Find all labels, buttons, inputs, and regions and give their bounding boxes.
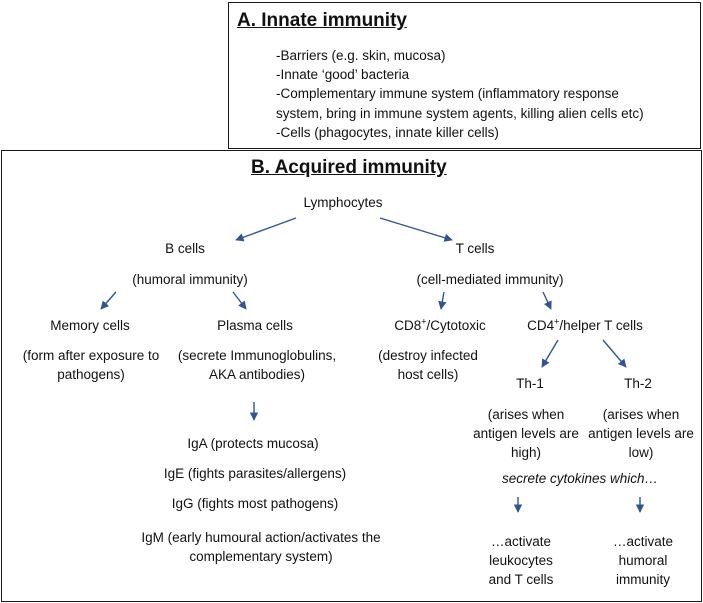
cd4-suffix: /helper T cells xyxy=(559,318,643,333)
t-cells-label: T cells xyxy=(455,241,495,256)
lymphocytes-label: Lymphocytes xyxy=(303,195,383,210)
b-cells-label: B cells xyxy=(165,241,205,256)
igg-label: IgG (fights most pathogens) xyxy=(171,496,339,511)
th1-result: …activate leukocytes and T cells xyxy=(488,534,554,587)
th2-label: Th-2 xyxy=(624,376,652,391)
th2-result: …activate humoral immunity xyxy=(612,534,674,587)
arrow-cellmed-to-cd8 xyxy=(438,291,447,310)
arrow-humoral-to-memory xyxy=(100,291,117,310)
innate-item-complement-cont: system, bring in immune system agents, k… xyxy=(276,105,644,121)
arrow-cd4-to-th2 xyxy=(602,339,627,368)
iga-label: IgA (protects mucosa) xyxy=(187,436,319,451)
arrow-lymphocytes-to-bcells xyxy=(235,217,297,242)
cell-mediated-immunity-label: (cell-mediated immunity) xyxy=(416,272,564,287)
innate-item-complement: -Complementary immune system (inflammato… xyxy=(276,86,619,102)
acquired-immunity-box xyxy=(1,150,702,602)
cd8-suffix: /Cytotoxic xyxy=(426,318,486,333)
innate-title: A. Innate immunity xyxy=(237,10,407,31)
arrow-lymphocytes-to-tcells xyxy=(379,217,453,242)
cd4-prefix: CD4 xyxy=(527,318,555,333)
innate-item-barriers: -Barriers (e.g. skin, mucosa) xyxy=(276,48,446,63)
humoral-immunity-label: (humoral immunity) xyxy=(132,272,248,287)
cd4-superscript: + xyxy=(554,316,560,327)
arrow-cellmed-to-cd4 xyxy=(542,291,552,310)
cytokines-label: secrete cytokines which… xyxy=(501,471,659,486)
memory-cells-label: Memory cells xyxy=(50,318,130,333)
arrow-humoral-to-plasma xyxy=(232,291,247,310)
innate-immunity-box: A. Innate immunity -Barriers (e.g. skin,… xyxy=(228,2,701,149)
ige-label: IgE (fights parasites/allergens) xyxy=(163,466,347,481)
innate-item-cells: -Cells (phagocytes, innate killer cells) xyxy=(276,124,499,140)
plasma-cells-description: (secrete Immunoglobulins, AKA antibodies… xyxy=(177,348,337,382)
acquired-title: B. Acquired immunity xyxy=(251,157,447,178)
memory-cells-description: (form after exposure to pathogens) xyxy=(22,348,160,382)
innate-item-bacteria: -Innate ‘good’ bacteria xyxy=(276,67,410,83)
igm-label: IgM (early humoural action/activates the… xyxy=(141,530,381,564)
cd8-cytotoxic-label: CD8+/Cytotoxic xyxy=(370,316,510,335)
arrow-cd4-to-th1 xyxy=(541,339,559,368)
cd8-description: (destroy infected host cells) xyxy=(378,348,478,382)
th1-description: (arises when antigen levels are high) xyxy=(473,407,579,460)
cd8-superscript: + xyxy=(421,316,427,327)
cd8-prefix: CD8 xyxy=(394,318,422,333)
th2-description: (arises when antigen levels are low) xyxy=(588,407,694,460)
plasma-cells-label: Plasma cells xyxy=(217,318,293,333)
innate-list: -Barriers (e.g. skin, mucosa) -Innate ‘g… xyxy=(276,46,644,142)
th1-label: Th-1 xyxy=(516,376,544,391)
cd4-helper-label: CD4+/helper T cells xyxy=(510,316,660,335)
